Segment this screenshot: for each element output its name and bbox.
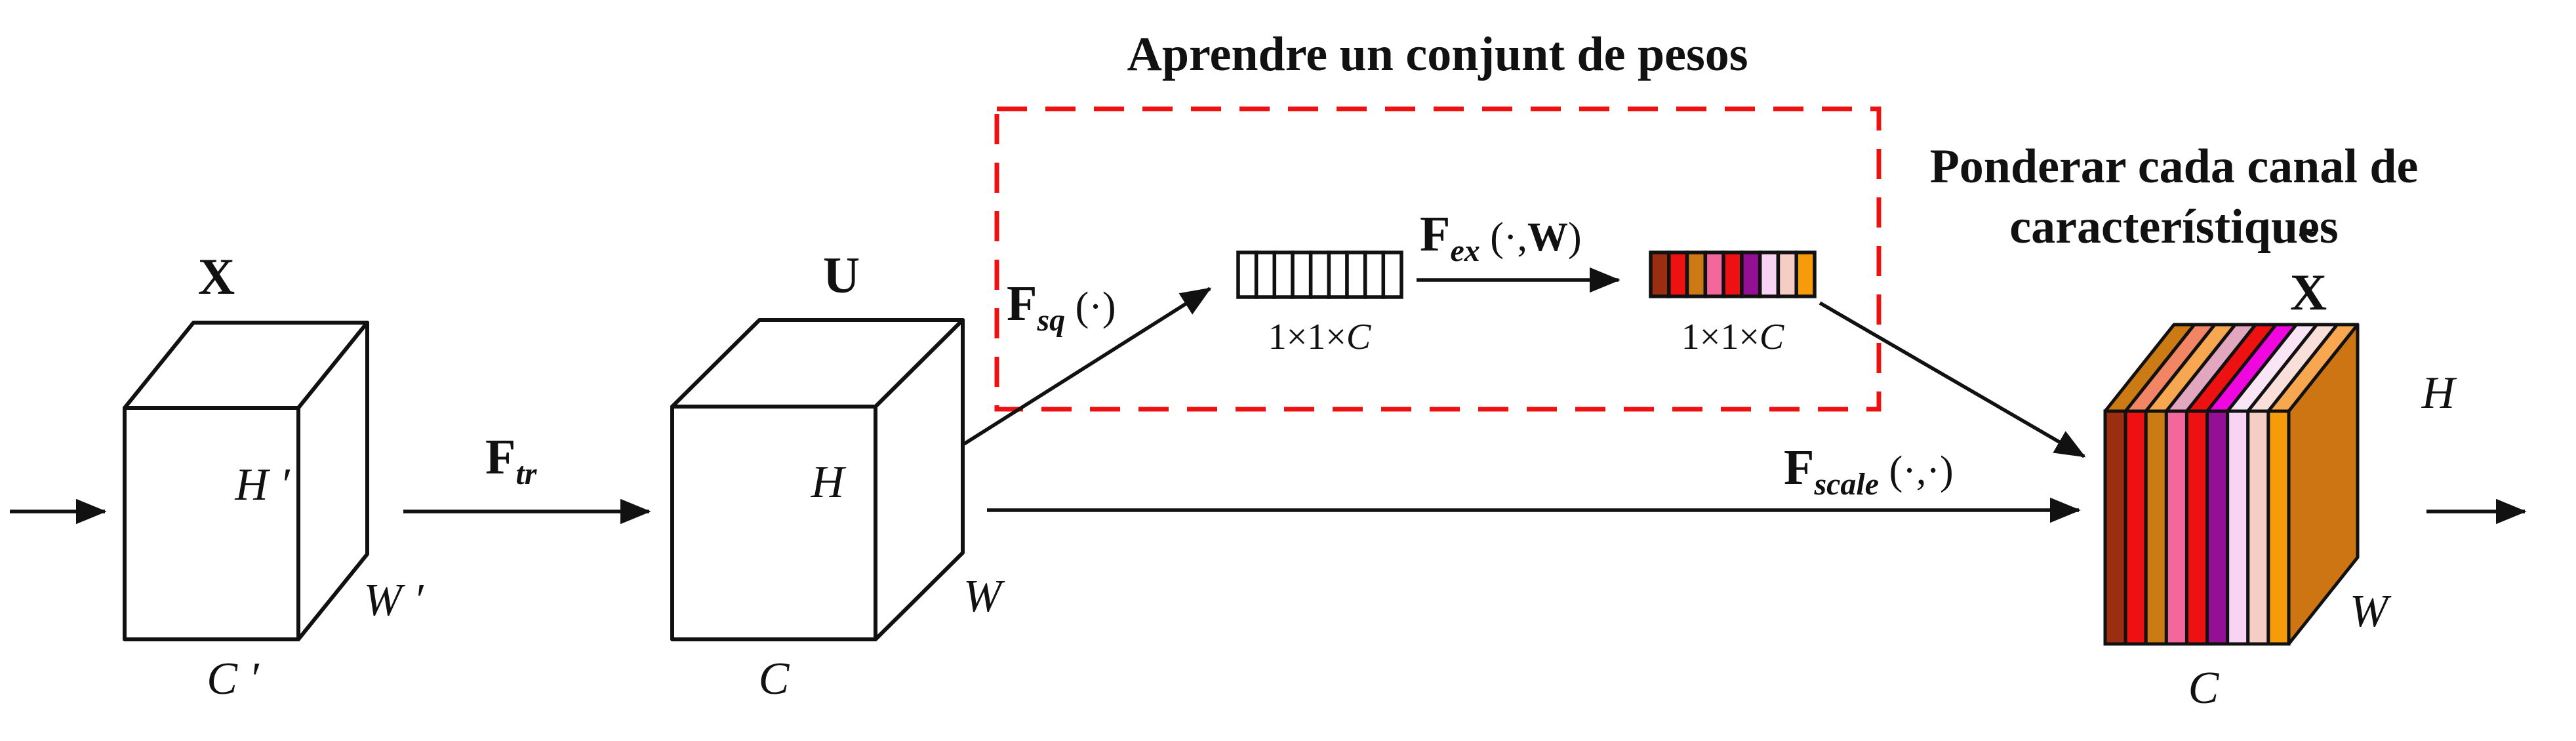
label-c-prime: C ′ [207, 654, 260, 704]
label-tensor-x: X [198, 248, 235, 305]
excitation-cell [1794, 250, 1817, 298]
label-f-scale: Fscale (·,·) [1784, 440, 1954, 502]
output-cube-front-slice [2164, 409, 2188, 646]
transformed-cube [670, 318, 965, 641]
input-cube-front-face [123, 406, 300, 641]
squeeze-cell [1272, 250, 1295, 299]
squeeze-cell [1327, 250, 1349, 299]
squeeze-cell [1254, 250, 1277, 299]
squeeze-cell [1308, 250, 1331, 299]
output-cube [2103, 323, 2360, 646]
label-tensor-xtilde-tilde: ˜ [2299, 217, 2318, 280]
excitation-cell [1649, 250, 1671, 298]
label-c-u: C [759, 654, 790, 704]
squeeze-cell [1345, 250, 1367, 299]
label-h-prime: H ′ [234, 460, 291, 510]
squeeze-vector [1236, 250, 1403, 299]
excitation-cell [1685, 250, 1708, 298]
excitation-cell [1721, 250, 1744, 298]
output-cube-front-slice [2144, 409, 2168, 646]
label-tensor-u: U [823, 247, 860, 304]
excitation-cell [1776, 250, 1798, 298]
label-w-prime: W ′ [363, 575, 424, 626]
output-cube-front-slice [2103, 409, 2127, 646]
label-h-u: H [811, 457, 847, 508]
squeeze-cell [1381, 250, 1403, 299]
input-cube [123, 321, 369, 641]
excitation-cell [1667, 250, 1689, 298]
label-excitation-dims: 1×1×C [1681, 317, 1784, 357]
annotation-weight-channels-line1: Ponderar cada canal de [1930, 140, 2419, 193]
flow-arrows [10, 267, 2527, 525]
label-tensor-xtilde: X [2290, 264, 2327, 321]
output-cube-channel-slices [2103, 323, 2360, 646]
annotation-weight-channels-line2: característiques [2009, 200, 2338, 254]
excitation-cell [1703, 250, 1725, 298]
output-cube-front-slice [2266, 409, 2291, 646]
excitation-cell [1740, 250, 1762, 298]
label-w-u: W [963, 571, 1005, 622]
squeeze-cell [1363, 250, 1386, 299]
output-cube-front-slice [2184, 409, 2209, 646]
label-f-tr: Ftr [485, 430, 538, 491]
squeeze-cell [1236, 250, 1258, 299]
output-cube-front-slice [2226, 409, 2250, 646]
annotation-learn-weights: Aprendre un conjunt de pesos [1127, 28, 1748, 81]
transformed-cube-front-face [670, 405, 877, 641]
squeeze-cell [1291, 250, 1313, 299]
output-cube-front-slice [2205, 409, 2230, 646]
excitation-cell [1758, 250, 1781, 298]
label-f-sq: Fsq (·) [1007, 276, 1116, 338]
output-cube-front-slice [2246, 409, 2270, 646]
fsq-arrow [963, 287, 1212, 446]
label-f-ex: Fex (·,W) [1420, 207, 1582, 268]
output-cube-front-slice [2123, 409, 2148, 646]
excitation-vector [1649, 250, 1817, 298]
excitation-to-cube-arrow [1819, 301, 2086, 458]
label-squeeze-dims: 1×1×C [1268, 317, 1371, 357]
label-h-out: H [2421, 368, 2457, 418]
label-c-out: C [2188, 663, 2220, 713]
label-w-out: W [2350, 586, 2392, 637]
learn-weights-dashed-box [994, 106, 1882, 412]
